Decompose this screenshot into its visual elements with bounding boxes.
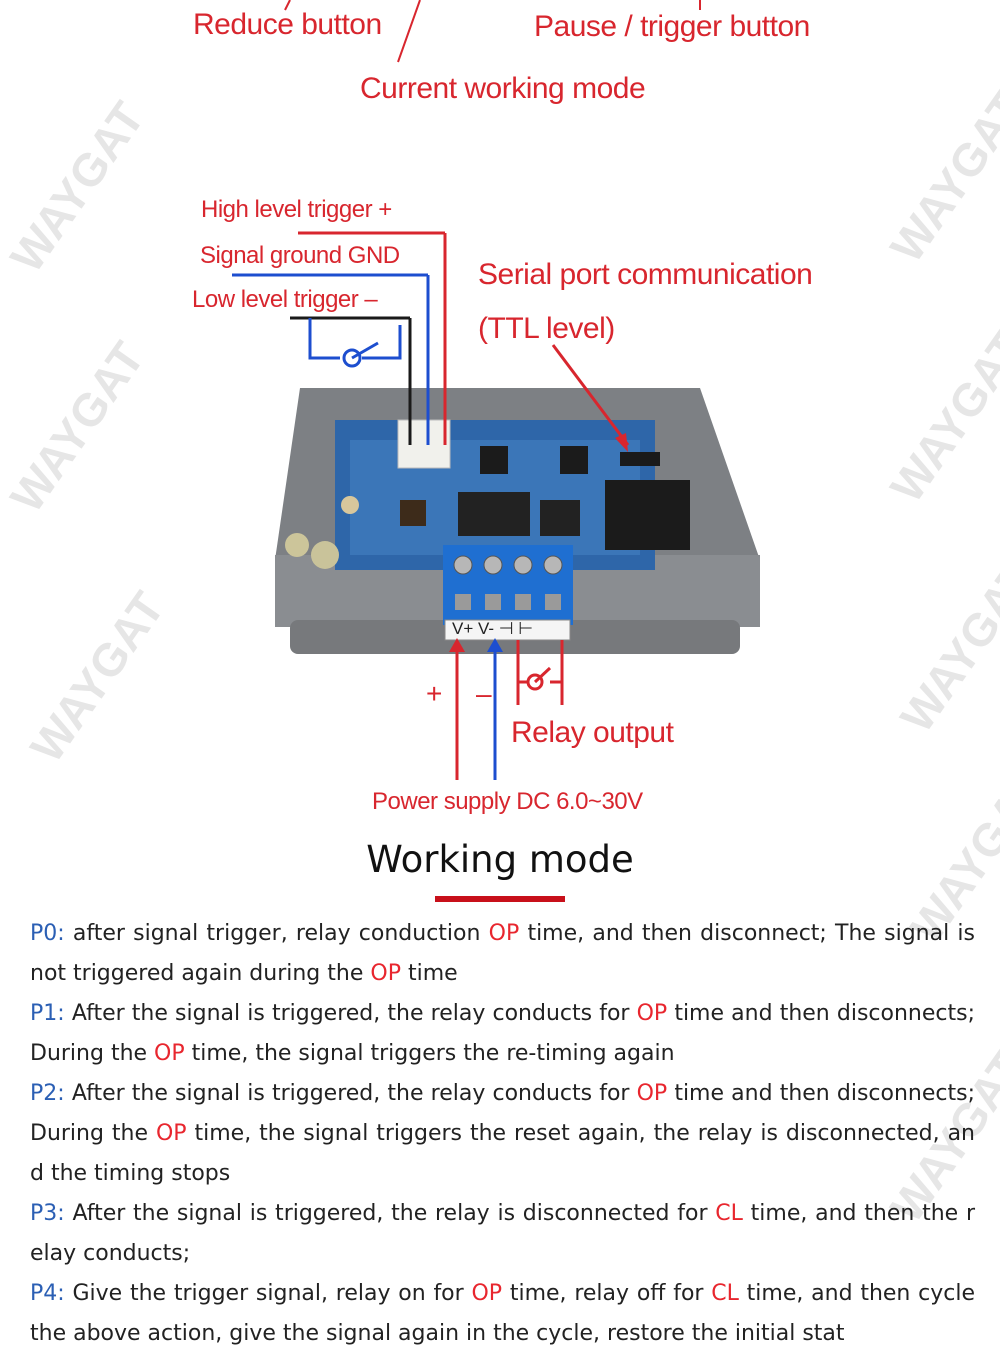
mode-code: P0: <box>30 921 65 946</box>
mode-highlight: OP <box>154 1041 185 1066</box>
mode-text: time, and then the relay conducts; <box>30 1201 975 1266</box>
mode-item: P3: After the signal is triggered, the r… <box>30 1194 975 1274</box>
power-supply-label: Power supply DC 6.0~30V <box>372 788 643 815</box>
mode-text: Give the trigger signal, relay on for <box>64 1281 472 1306</box>
serial-port-label: Serial port communication <box>478 258 813 291</box>
mode-highlight: OP <box>636 1001 668 1026</box>
section-title: Working mode <box>366 838 634 881</box>
reduce-button-label: Reduce button <box>193 8 382 41</box>
low-level-trigger-label: Low level trigger – <box>192 286 378 313</box>
mode-highlight: OP <box>636 1081 668 1106</box>
mode-text: time, relay off for <box>502 1281 712 1306</box>
mode-text: time, and then disconnect; The signal is… <box>30 921 975 986</box>
mode-code: P3: <box>30 1201 65 1226</box>
mode-text: After the signal is triggered, the relay… <box>64 1201 716 1226</box>
mode-highlight: CL <box>715 1201 743 1226</box>
mode-text: time <box>400 961 458 986</box>
mode-text: time and then disconnects; During the <box>30 1001 975 1066</box>
current-working-mode-label: Current working mode <box>360 72 646 105</box>
mode-highlight: OP <box>471 1281 503 1306</box>
mode-text: time and then disconnects; During the <box>30 1081 975 1146</box>
terminal-strip-label: V+ V- ⊣ ⊢ <box>452 619 534 638</box>
minus-sign-label: – <box>476 678 492 709</box>
mode-list: P0: after signal trigger, relay conducti… <box>30 914 975 1354</box>
mode-item: P0: after signal trigger, relay conducti… <box>30 914 975 994</box>
timer-module-body <box>275 388 760 654</box>
mode-code: P1: <box>30 1001 65 1026</box>
ttl-level-label: (TTL level) <box>478 312 615 345</box>
title-underline <box>435 896 565 902</box>
mode-highlight: OP <box>488 921 520 946</box>
mode-text: after signal trigger, relay conduction <box>64 921 489 946</box>
mode-text: time, the signal triggers the reset agai… <box>30 1121 975 1186</box>
mode-highlight: OP <box>370 961 401 986</box>
mode-highlight: CL <box>711 1281 739 1306</box>
mode-text: time, the signal triggers the re-timing … <box>184 1041 675 1066</box>
mode-text: After the signal is triggered, the relay… <box>64 1001 637 1026</box>
mode-item: P2: After the signal is triggered, the r… <box>30 1074 975 1194</box>
mode-item: P1: After the signal is triggered, the r… <box>30 994 975 1074</box>
high-level-trigger-label: High level trigger + <box>201 196 392 223</box>
wiring-diagram <box>232 0 760 780</box>
plus-sign-label: + <box>426 678 442 709</box>
mode-highlight: OP <box>155 1121 187 1146</box>
mode-item: P4: Give the trigger signal, relay on fo… <box>30 1274 975 1354</box>
mode-code: P2: <box>30 1081 65 1106</box>
relay-output-label: Relay output <box>511 716 674 749</box>
mode-text: After the signal is triggered, the relay… <box>64 1081 637 1106</box>
mode-code: P4: <box>30 1281 65 1306</box>
pause-trigger-button-label: Pause / trigger button <box>534 10 810 43</box>
signal-ground-label: Signal ground GND <box>200 242 400 269</box>
